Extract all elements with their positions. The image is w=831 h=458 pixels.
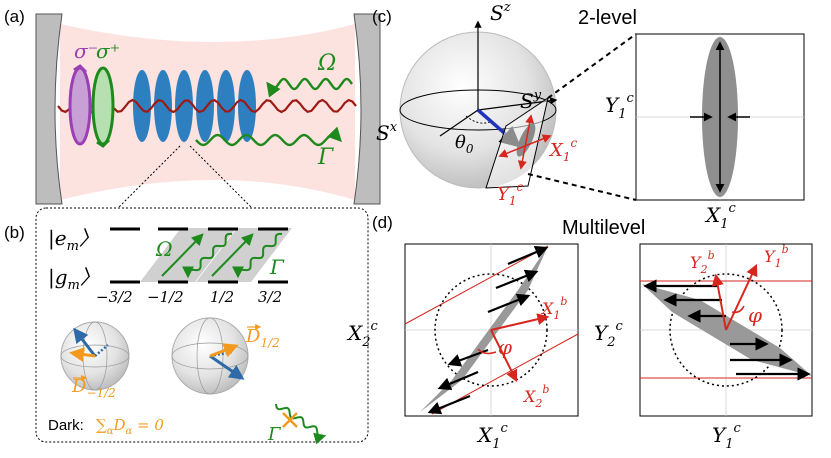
x1b-label: X1b	[540, 295, 567, 322]
sy-label: Sy	[520, 88, 542, 113]
suppressed-emission-wave	[275, 403, 327, 445]
y2c-axis-label: Y2c	[594, 319, 623, 350]
left-mirror	[35, 13, 63, 205]
dark-label: Dark:	[48, 417, 84, 434]
y1b-label: Y1b	[764, 243, 789, 270]
omega-transition-2	[211, 233, 254, 277]
omega-label-a: Ω	[317, 51, 336, 76]
gamma-label-a: Γ	[317, 145, 334, 170]
d-minus-label: D−1/2	[71, 376, 116, 400]
gamma-emission-wave	[195, 126, 342, 147]
multilevel-right-plot	[639, 243, 813, 417]
gamma-transition-2	[232, 232, 283, 279]
sigma-plus-polarization	[91, 66, 115, 146]
panel-a-label: (a)	[4, 7, 25, 26]
d-plus-label: D1/2	[245, 326, 280, 350]
y1c-axis-label: Y1c	[605, 91, 634, 122]
y1c-axis-label-d: Y1c	[712, 421, 741, 452]
x2c-axis-label: X2c	[346, 319, 379, 350]
panel-a: (a) σ⁻ σ⁺ Ω Γ	[4, 7, 381, 209]
panel-c: (c) 2-level Sz Sy Sx θ0 X1c Y1c Y1c	[372, 0, 805, 232]
x1c-axis-label: X1c	[704, 201, 737, 232]
level-scheme-box	[35, 207, 369, 443]
bloch-sphere-small-right	[171, 317, 249, 395]
theta-label: θ0	[455, 132, 474, 156]
sx-label: Sx	[376, 120, 398, 145]
sigma-minus-label: σ⁻	[74, 39, 98, 63]
excited-ket: |em〉	[48, 226, 99, 254]
cross-icon-stroke	[282, 412, 298, 428]
zoom-line-left	[117, 145, 181, 209]
sigma-minus-polarization	[68, 66, 92, 146]
dark-condition: ∑αDα = 0	[96, 416, 164, 437]
panel-d-label: (d)	[372, 213, 393, 232]
zoom-line-right	[189, 145, 253, 209]
sigma-minus-arrow-icon	[73, 64, 88, 74]
gamma-transition-1	[182, 232, 233, 279]
m-value-4: 3/2	[258, 288, 282, 306]
gamma-label-b: Γ	[269, 255, 285, 279]
panel-d: (d) Multilevel X1b X2b φ X	[346, 213, 813, 452]
right-mirror	[353, 13, 381, 205]
panel-b: (b) |em〉 |gm〉 Ω Γ −3/2 −1/2 1/2	[4, 207, 369, 445]
zoom-line-top	[547, 33, 637, 99]
omega-drive-wave	[266, 77, 353, 98]
phi-label-left: φ	[498, 335, 512, 359]
panel-c-title: 2-level	[578, 7, 637, 29]
transition-cell-1	[140, 228, 236, 282]
sigma-plus-arrow-icon	[96, 138, 111, 148]
sigma-plus-label: σ⁺	[96, 39, 120, 63]
m-value-2: −1/2	[147, 288, 184, 306]
y1c-label-small: Y1c	[497, 180, 524, 208]
theta-arc	[465, 115, 491, 124]
y2b-label: Y2b	[690, 249, 715, 276]
bloch-sphere-small-left	[60, 321, 130, 391]
y1c-axis-small	[517, 114, 535, 170]
x1c-axis-label-d: X1c	[476, 421, 509, 452]
m-value-1: −3/2	[96, 288, 133, 306]
omega-label-b: Ω	[155, 237, 173, 261]
x1c-label-small: X1c	[548, 136, 577, 164]
m-value-3: 1/2	[210, 288, 234, 306]
sx-axis	[439, 109, 479, 137]
omega-transition-1	[161, 233, 204, 277]
phi-label-right: φ	[748, 303, 762, 327]
x2b-label: X2b	[522, 383, 549, 410]
multilevel-left-plot	[404, 243, 579, 417]
ground-ket: |gm〉	[48, 265, 100, 293]
gamma-cross-label: Γ	[267, 424, 282, 445]
panel-c-label: (c)	[372, 7, 392, 26]
panel-d-title: Multilevel	[562, 217, 645, 239]
sz-label: Sz	[490, 0, 511, 25]
panel-b-label: (b)	[4, 223, 25, 242]
zoom-line-bottom	[527, 173, 637, 201]
